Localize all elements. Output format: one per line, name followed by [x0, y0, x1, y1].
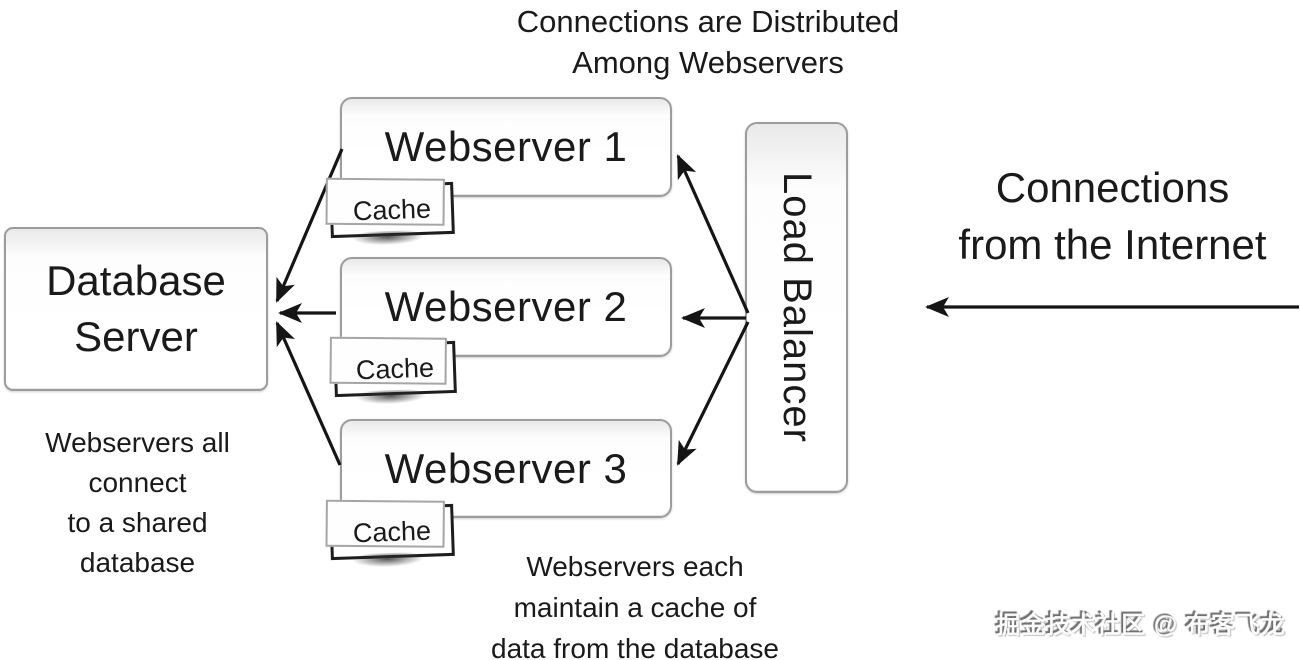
cache-note-line1: Webservers each	[526, 551, 744, 582]
database-note-line1: Webservers all	[45, 427, 230, 458]
cache1-node: Cache	[329, 181, 455, 239]
webserver3-label: Webserver 3	[384, 444, 628, 492]
internet-annotation: Connections from the Internet	[925, 159, 1300, 273]
webserver1-node: Webserver 1	[340, 97, 672, 197]
cache2-node: Cache	[333, 340, 457, 398]
watermark-text: 掘金技术社区 @ 布客飞龙	[996, 612, 1286, 639]
cache1-label: Cache	[352, 193, 432, 226]
database-note-line4: database	[79, 547, 196, 578]
database-note: Webservers all connect to a shared datab…	[5, 423, 270, 583]
arrow-loadbalancer-to-webserver3	[676, 321, 750, 466]
database-note-line3: to a shared	[67, 507, 208, 538]
cache3-label: Cache	[352, 515, 432, 548]
webserver2-node: Webserver 2	[340, 257, 672, 357]
database-label-line1: Database	[46, 257, 226, 304]
load-balancer-label: Load Balancer	[775, 172, 819, 443]
database-note-line2: connect	[88, 467, 187, 498]
database-server-node: Database Server	[4, 227, 268, 391]
database-label-line2: Server	[74, 313, 198, 360]
webserver3-node: Webserver 3	[340, 419, 672, 518]
webserver1-label: Webserver 1	[384, 123, 628, 170]
webserver2-label: Webserver 2	[384, 283, 628, 330]
cache-note: Webservers each maintain a cache of data…	[420, 546, 850, 660]
diagram-title-line1: Connections are Distributed	[516, 4, 900, 39]
arrow-loadbalancer-to-webserver1	[676, 154, 750, 314]
load-balancer-node: Load Balancer	[745, 122, 848, 493]
internet-annotation-line1: Connections	[995, 164, 1230, 211]
cache2-label: Cache	[355, 352, 435, 385]
diagram-title-line2: Among Webservers	[572, 45, 844, 80]
diagram-title: Connections are Distributed Among Webser…	[408, 1, 1008, 83]
cache-note-line2: maintain a cache of	[513, 592, 757, 623]
cache3-node: Cache	[329, 503, 455, 561]
cache-note-line3: data from the database	[491, 633, 779, 660]
internet-annotation-line2: from the Internet	[958, 221, 1267, 268]
